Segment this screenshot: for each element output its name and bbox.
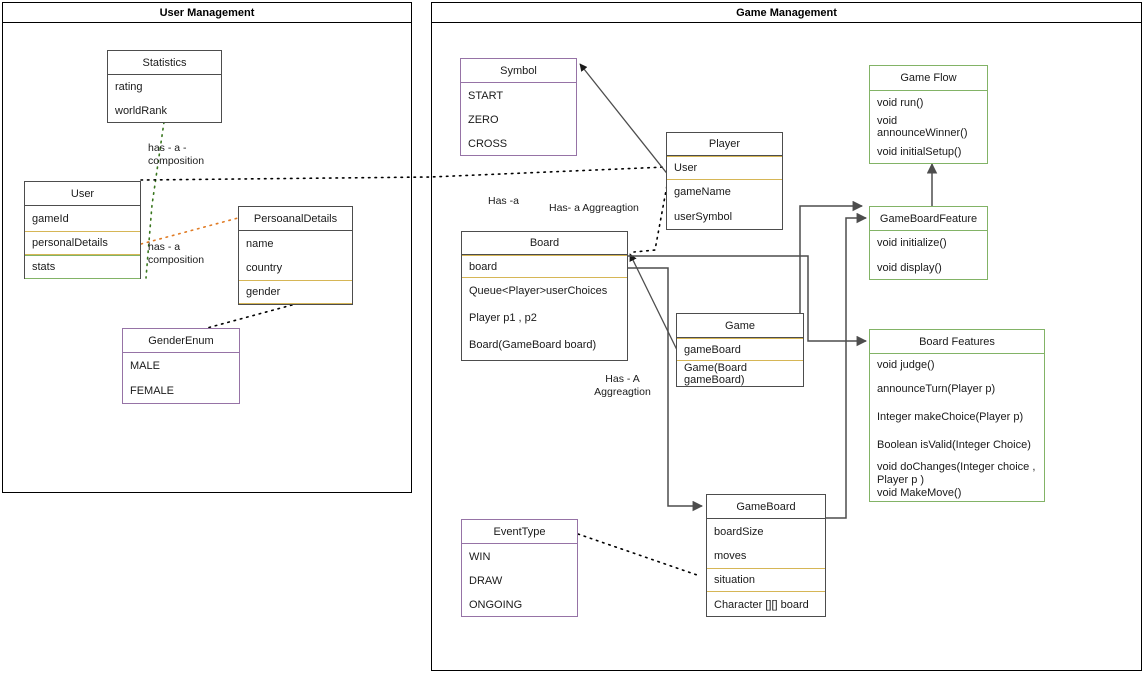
class-row: FEMALE <box>130 384 175 397</box>
class-game-flow[interactable]: Game Flow void run() void announceWinner… <box>869 65 988 164</box>
class-personal-details-header: PersoanalDetails <box>239 207 352 231</box>
class-board-features[interactable]: Board Features void judge() announceTurn… <box>869 329 1045 502</box>
class-row: MALE <box>130 359 160 372</box>
class-row: ONGOING <box>469 599 523 611</box>
class-user-header: User <box>25 182 140 206</box>
class-row: announceTurn(Player p) <box>877 382 996 395</box>
edge-label-user-personal: has - a composition <box>148 241 205 266</box>
class-user-attributes: gameId personalDetails stats <box>25 206 140 279</box>
class-game-flow-header: Game Flow <box>870 66 987 91</box>
class-row: Game(Board gameBoard) <box>684 361 747 386</box>
class-row: ZERO <box>468 114 499 126</box>
class-board-members: board Queue<Player>userChoices Player p1… <box>462 255 627 358</box>
class-personal-details-attributes: name country gender <box>239 231 352 304</box>
class-event-type-values: WIN DRAW ONGOING <box>462 544 577 617</box>
class-statistics[interactable]: Statistics rating worldRank <box>107 50 222 123</box>
class-row: CROSS <box>468 138 508 150</box>
class-row: void display() <box>877 261 942 274</box>
edge-label-statistics-user: has - a - composition <box>148 142 205 167</box>
class-row: userSymbol <box>674 210 733 223</box>
class-gameboard-members: boardSize moves situation Character [][]… <box>707 519 825 617</box>
class-gender-enum[interactable]: GenderEnum MALE FEMALE <box>122 328 240 404</box>
edge-label-has-a-aggregation: Has- a Aggreagtion <box>549 202 639 214</box>
package-title-user-management: User Management <box>3 3 411 23</box>
class-player-header: Player <box>667 133 782 156</box>
class-game[interactable]: Game gameBoard Game(Board gameBoard) <box>676 313 804 387</box>
class-row: country <box>246 262 283 274</box>
class-statistics-header: Statistics <box>108 51 221 75</box>
package-title-game-management: Game Management <box>432 3 1141 23</box>
class-board[interactable]: Board board Queue<Player>userChoices Pla… <box>461 231 628 361</box>
class-row: void initialSetup() <box>877 145 962 158</box>
class-symbol-header: Symbol <box>461 59 576 83</box>
class-user[interactable]: User gameId personalDetails stats <box>24 181 141 279</box>
class-row: void doChanges(Integer choice , Player p… <box>877 461 1036 486</box>
class-row: void MakeMove() <box>877 486 962 499</box>
class-row: gameName <box>674 186 731 198</box>
class-row: rating <box>115 81 143 93</box>
edge-label-symbol-has-a: Has -a <box>488 195 519 207</box>
class-row: WIN <box>469 550 491 563</box>
class-row-highlight-personaldetails: personalDetails <box>25 231 140 255</box>
class-gender-enum-header: GenderEnum <box>123 329 239 353</box>
class-row: Player p1 , p2 <box>469 311 537 324</box>
class-gameboard-header: GameBoard <box>707 495 825 519</box>
class-board-features-header: Board Features <box>870 330 1044 354</box>
class-game-board-feature-methods: void initialize() void display() <box>870 231 987 280</box>
class-row: START <box>468 89 504 102</box>
class-game-board-feature-header: GameBoardFeature <box>870 207 987 231</box>
class-game-members: gameBoard Game(Board gameBoard) <box>677 338 803 386</box>
class-board-header: Board <box>462 232 627 255</box>
class-game-header: Game <box>677 314 803 338</box>
class-row: void announceWinner() <box>877 115 968 139</box>
class-row-highlight-gender: gender <box>239 280 352 304</box>
class-game-flow-methods: void run() void announceWinner() void in… <box>870 91 987 164</box>
class-row: gameId <box>32 212 69 225</box>
class-row: name <box>246 237 274 250</box>
class-gameboard[interactable]: GameBoard boardSize moves situation Char… <box>706 494 826 617</box>
class-row-highlight-stats: stats <box>25 255 140 279</box>
class-row: moves <box>714 550 747 562</box>
class-event-type-header: EventType <box>462 520 577 544</box>
class-row-highlight-gameboard: gameBoard <box>677 338 803 361</box>
class-board-features-methods: void judge() announceTurn(Player p) Inte… <box>870 354 1044 502</box>
class-row: Board(GameBoard board) <box>469 338 597 351</box>
class-row: void initialize() <box>877 237 947 249</box>
edge-label-board-aggregation: Has - A Aggreagtion <box>594 373 651 398</box>
class-row-highlight-situation: situation <box>707 568 825 592</box>
class-row-highlight-user: User <box>667 156 782 180</box>
class-row-highlight-board: board <box>462 255 627 278</box>
class-game-board-feature[interactable]: GameBoardFeature void initialize() void … <box>869 206 988 280</box>
class-event-type[interactable]: EventType WIN DRAW ONGOING <box>461 519 578 617</box>
class-player[interactable]: Player User gameName userSymbol <box>666 132 783 230</box>
class-row: Queue<Player>userChoices <box>469 285 608 297</box>
class-row: void run() <box>877 97 924 109</box>
class-row: worldRank <box>115 105 167 117</box>
class-row: Character [][] board <box>714 598 809 611</box>
class-row: Boolean isValid(Integer Choice) <box>877 438 1031 451</box>
class-statistics-attributes: rating worldRank <box>108 75 221 123</box>
class-symbol-values: START ZERO CROSS <box>461 83 576 156</box>
class-row: void judge() <box>877 359 935 371</box>
class-gender-enum-values: MALE FEMALE <box>123 353 239 403</box>
class-player-attributes: User gameName userSymbol <box>667 156 782 229</box>
class-symbol[interactable]: Symbol START ZERO CROSS <box>460 58 577 156</box>
class-row: boardSize <box>714 525 764 538</box>
class-row: Integer makeChoice(Player p) <box>877 410 1024 423</box>
class-personal-details[interactable]: PersoanalDetails name country gender <box>238 206 353 305</box>
class-row: DRAW <box>469 575 503 587</box>
